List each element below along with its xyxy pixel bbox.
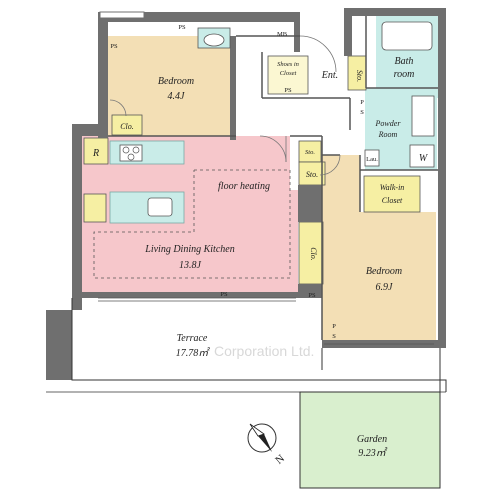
clo-small-label: Clo.	[120, 122, 134, 131]
ldk-size: 13.8J	[179, 260, 202, 271]
sto-ent-label: Sto.	[355, 70, 364, 82]
walkin-line1: Walk-in	[380, 183, 405, 192]
ps-ldk: PS	[220, 291, 228, 298]
powder-line1: Powder	[375, 119, 402, 128]
p-mark-2: P	[332, 323, 336, 330]
s-mark-2: S	[332, 333, 336, 340]
walkin-line2: Closet	[382, 196, 403, 205]
ent-label: Ent.	[321, 70, 338, 81]
clo-large-fill	[298, 221, 324, 285]
ps-shoes: PS	[284, 87, 292, 94]
mb-label: MB	[277, 31, 288, 38]
shoes-line2: Closet	[280, 70, 297, 77]
island-sink	[147, 197, 173, 217]
garden-size: 9.23㎡	[358, 447, 388, 459]
stove	[119, 144, 143, 162]
inner-walls	[108, 16, 438, 340]
fridge-label: R	[92, 148, 99, 159]
bedroom-small-size: 4.4J	[168, 91, 186, 102]
clo-small-fill	[111, 114, 143, 136]
bedroom-large-size: 6.9J	[376, 282, 394, 293]
lau-label: Lau.	[366, 156, 378, 163]
washer	[409, 144, 435, 168]
compass-icon	[247, 423, 277, 453]
ps-col: PS	[308, 292, 316, 299]
compass-north-label: N	[273, 453, 287, 467]
ps-left: PS	[110, 43, 118, 50]
garden-fill	[299, 391, 441, 489]
shoes-fill	[267, 55, 309, 95]
ps-top: PS	[178, 24, 186, 31]
ldk-fill	[82, 136, 298, 292]
powder-line2: Room	[378, 130, 398, 139]
pantry-fill	[83, 193, 107, 223]
powder-sink	[411, 95, 435, 137]
p-mark-1: P	[360, 99, 364, 106]
clo-large-label: Clo.	[309, 247, 318, 261]
door-swings	[109, 35, 341, 176]
shoes-line1: Shoes in	[277, 61, 299, 68]
walkin-fill	[363, 175, 421, 213]
fridge-fill	[83, 137, 109, 165]
sto-1-label: Sto.	[305, 149, 315, 156]
terrace-outline	[46, 298, 447, 393]
bedroom-large-name: Bedroom	[366, 266, 402, 277]
lau-box	[364, 149, 380, 167]
terrace-size: 17.78㎡	[176, 347, 211, 359]
watermark-text: Corporation Ltd.	[214, 343, 314, 359]
floor-heating-label: floor heating	[218, 181, 270, 192]
island-counter	[109, 191, 185, 224]
terrace-name: Terrace	[177, 333, 208, 344]
ldk-name: Living Dining Kitchen	[144, 244, 234, 255]
sto-2-label: Sto.	[306, 170, 318, 179]
floor-heating-area	[93, 169, 291, 279]
bedroom-large-fill	[322, 155, 436, 340]
bedroom-small-name: Bedroom	[158, 76, 194, 87]
bath-line1: Bath	[395, 56, 414, 67]
garden-name: Garden	[357, 434, 387, 445]
bath-line2: room	[394, 69, 415, 80]
bathtub	[381, 21, 433, 51]
washer-label: W	[419, 153, 429, 164]
windows	[98, 297, 434, 345]
s-mark-1: S	[360, 109, 364, 116]
